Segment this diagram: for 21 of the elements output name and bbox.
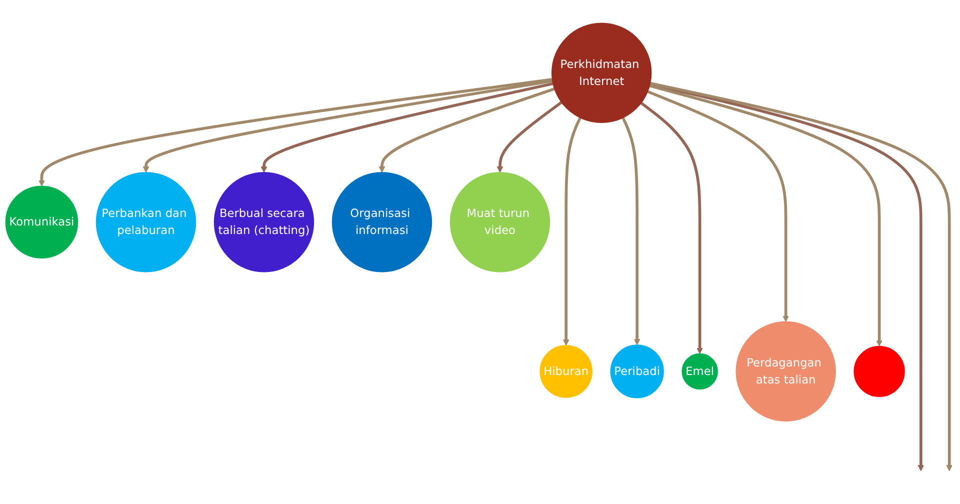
arrow	[496, 101, 562, 173]
node-circle: Berbual secara talian (chatting)	[214, 172, 314, 272]
node-circle: Perkhidmatan Internet	[551, 22, 652, 123]
node-circle	[854, 346, 905, 398]
node-circle: Perbankan dan pelaburan	[96, 172, 196, 272]
node-circle: Organisasi informasi	[332, 172, 432, 272]
arrow	[378, 88, 555, 173]
arrow	[562, 117, 582, 346]
node-circle: Perdagangan atas talian	[736, 321, 836, 422]
arrow	[260, 82, 554, 173]
node-circle: Hiburan	[540, 345, 592, 398]
arrow	[649, 84, 882, 346]
node-circle: Komunikasi	[5, 186, 78, 259]
arrow	[622, 117, 640, 346]
node-circle: Emel	[682, 353, 718, 390]
arrow	[142, 80, 553, 173]
node-circle: Muat turun video	[450, 172, 550, 272]
node-circle: Peribadi	[610, 344, 664, 398]
arrow	[640, 102, 703, 354]
arrow	[647, 90, 789, 322]
arrow	[38, 78, 552, 186]
